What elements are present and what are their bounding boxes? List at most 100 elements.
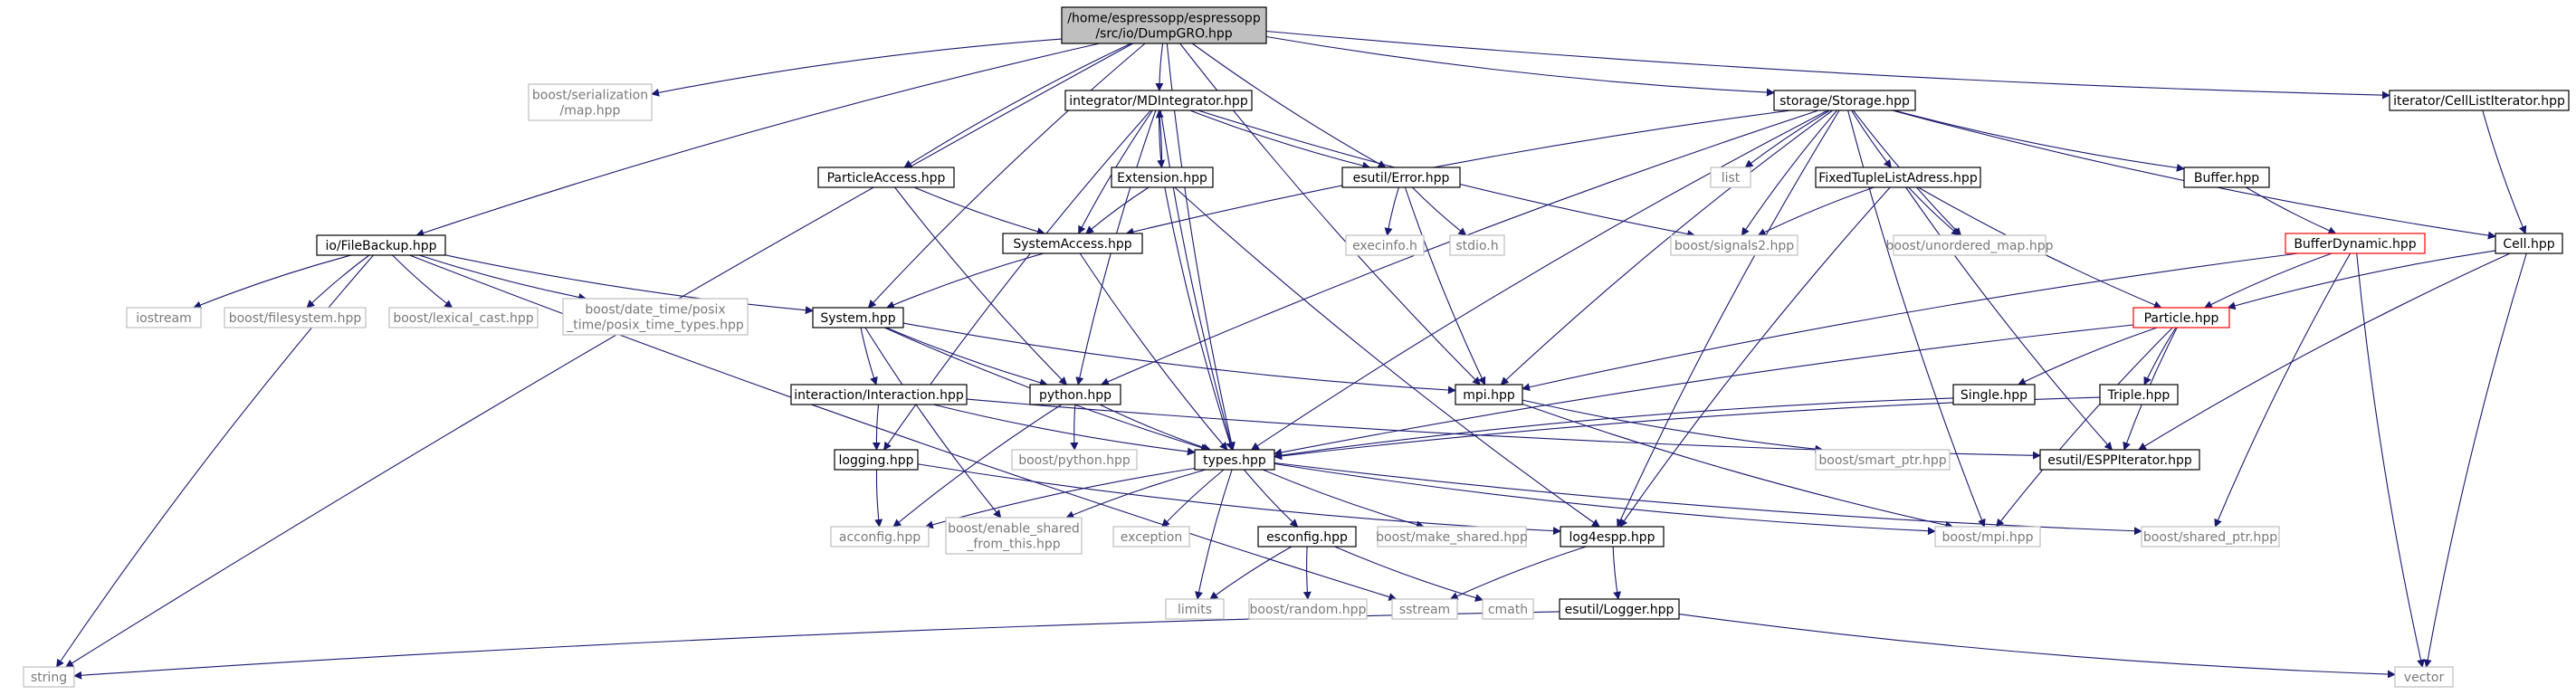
node-box-log4espp	[1560, 526, 1665, 547]
node-limits: limits	[1165, 598, 1225, 620]
edge-storage-to-types	[1250, 109, 1828, 451]
node-celllistiter[interactable]: iterator/CellListIterator.hpp	[2389, 90, 2570, 111]
edge-python-to-boostpython	[1070, 404, 1079, 451]
node-logger[interactable]: esutil/Logger.hpp	[1559, 598, 1680, 620]
node-label-exception: exception	[1121, 530, 1182, 545]
edge-filebackup-to-posixtime	[419, 254, 587, 301]
node-storage[interactable]: storage/Storage.hpp	[1773, 90, 1916, 111]
node-makeshared: boost/make_shared.hpp	[1376, 526, 1528, 547]
node-python[interactable]: python.hpp	[1029, 384, 1121, 405]
node-single[interactable]: Single.hpp	[1952, 384, 2036, 405]
node-esconfig[interactable]: esconfig.hpp	[1257, 526, 1357, 547]
edge-fixedtuple-to-log4espp	[1619, 186, 1891, 528]
node-root[interactable]: /home/espressopp/espressopp/src/io/DumpG…	[1061, 6, 1267, 44]
edge-logging-to-acconfig	[874, 469, 883, 528]
node-box-root	[1061, 6, 1267, 44]
node-box-celllistiter	[2389, 90, 2570, 111]
node-box-sstream	[1391, 598, 1458, 620]
node-label-particleaccess: ParticleAccess.hpp	[827, 171, 946, 186]
node-mpi[interactable]: mpi.hpp	[1455, 384, 1523, 405]
node-fixedtuple[interactable]: FixedTupleListAdress.hpp	[1815, 167, 1981, 188]
node-label-iostream: iostream	[136, 311, 192, 326]
edge-storage-to-buffer	[1894, 109, 2185, 172]
node-filebackup[interactable]: io/FileBackup.hpp	[316, 234, 446, 256]
node-box-signals2	[1670, 234, 1798, 256]
node-box-cell	[2495, 233, 2563, 254]
node-triple[interactable]: Triple.hpp	[2099, 384, 2179, 405]
node-box-buffer	[2183, 167, 2270, 188]
node-particleaccess[interactable]: ParticleAccess.hpp	[817, 167, 955, 188]
node-cell[interactable]: Cell.hpp	[2495, 233, 2563, 254]
edge-bufferdyn-to-mpi	[1522, 252, 2299, 392]
node-boostpython: boost/python.hpp	[1011, 449, 1138, 471]
node-label-boostpython: boost/python.hpp	[1018, 453, 1131, 468]
node-logging[interactable]: logging.hpp	[834, 449, 919, 471]
node-label-filesystem: boost/filesystem.hpp	[229, 311, 362, 326]
edge-error-to-execinfo	[1384, 186, 1399, 236]
node-signals2: boost/signals2.hpp	[1670, 234, 1798, 256]
node-list: list	[1710, 167, 1751, 188]
edge-types-to-enableshared	[1065, 469, 1207, 519]
node-error[interactable]: esutil/Error.hpp	[1341, 167, 1461, 188]
edge-bufferdyn-to-vector	[2356, 252, 2425, 668]
node-lexicalcast: boost/lexical_cast.hpp	[388, 307, 539, 328]
node-box-filebackup	[316, 234, 446, 256]
node-label-particle: Particle.hpp	[2144, 311, 2219, 326]
edge-buffer-to-bufferdyn	[2246, 186, 2337, 234]
node-box-exception	[1112, 526, 1190, 547]
node-bufferdyn[interactable]: BufferDynamic.hpp	[2285, 233, 2426, 254]
node-mdintegrator[interactable]: integrator/MDIntegrator.hpp	[1064, 90, 1253, 111]
node-box-serialization	[528, 83, 653, 121]
node-posixtime: boost/date_time/posix_time/posix_time_ty…	[562, 298, 749, 336]
node-label-limits: limits	[1178, 603, 1212, 617]
node-box-makeshared	[1377, 526, 1527, 547]
node-system[interactable]: System.hpp	[812, 307, 904, 328]
node-cmath: cmath	[1482, 598, 1534, 620]
edge-types-to-makeshared	[1262, 469, 1425, 529]
node-extension[interactable]: Extension.hpp	[1111, 167, 1214, 188]
node-box-smartptr	[1815, 449, 1951, 471]
node-log4espp[interactable]: log4espp.hpp	[1560, 526, 1665, 547]
node-boostmpi: boost/mpi.hpp	[1934, 526, 2041, 547]
node-label-python: python.hpp	[1039, 388, 1111, 403]
node-label-serialization: /map.hpp	[560, 104, 621, 119]
node-label-esppiter: esutil/ESPPIterator.hpp	[2047, 453, 2192, 468]
node-box-particleaccess	[817, 167, 955, 188]
node-buffer[interactable]: Buffer.hpp	[2183, 167, 2270, 188]
node-label-single: Single.hpp	[1961, 388, 2027, 403]
node-label-signals2: boost/signals2.hpp	[1674, 239, 1794, 253]
edge-root-to-mdintegrator	[1155, 43, 1164, 91]
node-esppiter[interactable]: esutil/ESPPIterator.hpp	[2039, 449, 2200, 471]
node-types[interactable]: types.hpp	[1194, 449, 1275, 471]
node-label-list: list	[1722, 171, 1741, 186]
node-box-system	[812, 307, 904, 328]
node-box-stdio	[1449, 234, 1505, 256]
node-box-interaction	[790, 384, 968, 405]
edge-interaction-to-types	[932, 404, 1196, 456]
node-label-enableshared: boost/enable_shared	[948, 522, 1080, 537]
node-systemaccess[interactable]: SystemAccess.hpp	[1002, 233, 1143, 254]
node-box-fixedtuple	[1815, 167, 1981, 188]
edge-python-to-types	[1099, 404, 1211, 452]
edge-mdintegrator-to-error	[1189, 109, 1371, 170]
node-box-single	[1952, 384, 2036, 405]
node-vector: vector	[2394, 666, 2454, 688]
edge-extension-to-systemaccess	[1085, 186, 1150, 234]
node-label-mpi: mpi.hpp	[1463, 388, 1515, 403]
edge-storage-to-mpi	[1500, 109, 1834, 386]
edge-types-to-exception	[1161, 469, 1225, 528]
node-label-celllistiter: iterator/CellListIterator.hpp	[2393, 94, 2565, 109]
edge-esconfig-to-random	[1302, 546, 1312, 600]
edge-cell-to-particle	[2227, 250, 2496, 310]
node-exception: exception	[1112, 526, 1190, 547]
edge-root-to-storage	[1265, 35, 1775, 97]
node-interaction[interactable]: interaction/Interaction.hpp	[790, 384, 968, 405]
node-execinfo: execinfo.h	[1345, 234, 1425, 256]
node-label-interaction: interaction/Interaction.hpp	[794, 388, 964, 403]
edge-bufferdyn-to-sharedptr	[2214, 252, 2352, 528]
edge-system-to-python	[885, 327, 1048, 387]
node-box-logger	[1559, 598, 1680, 620]
node-particle[interactable]: Particle.hpp	[2132, 307, 2230, 328]
node-box-bufferdyn	[2285, 233, 2426, 254]
edge-error-to-stdio	[1411, 186, 1467, 236]
